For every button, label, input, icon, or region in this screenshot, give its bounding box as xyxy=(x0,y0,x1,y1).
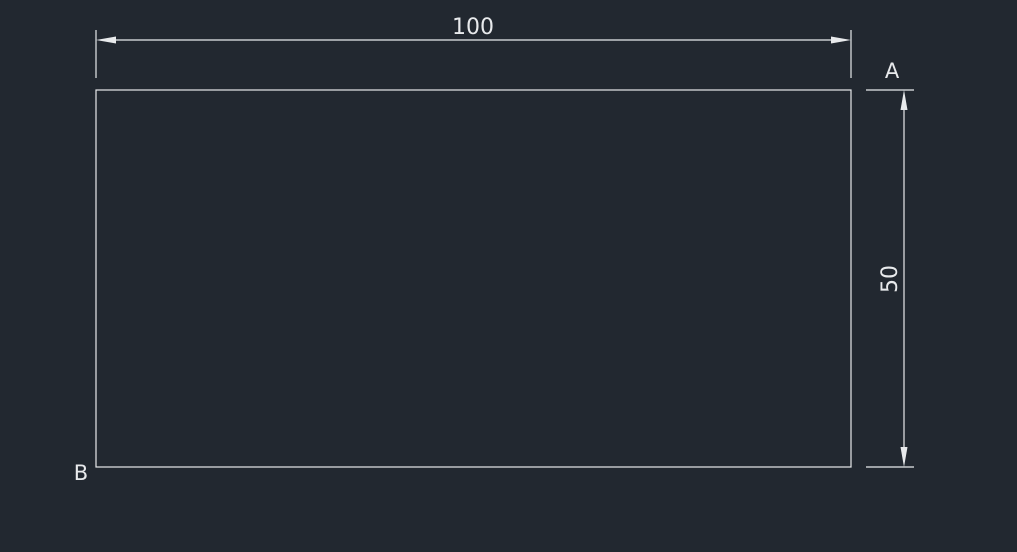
point-a-label: A xyxy=(885,59,900,83)
width-dimension[interactable]: 100 xyxy=(95,15,852,78)
point-b-label: B xyxy=(74,461,88,485)
width-arrow-left-icon xyxy=(96,36,116,44)
height-dimension-text[interactable]: 50 xyxy=(878,265,903,293)
height-dimension[interactable]: 50 xyxy=(866,89,914,468)
height-arrow-top-icon xyxy=(900,90,908,110)
width-arrow-right-icon xyxy=(831,36,851,44)
height-arrow-bottom-icon xyxy=(900,447,908,467)
rectangle-outline[interactable] xyxy=(95,89,852,468)
width-dimension-text[interactable]: 100 xyxy=(452,15,494,40)
